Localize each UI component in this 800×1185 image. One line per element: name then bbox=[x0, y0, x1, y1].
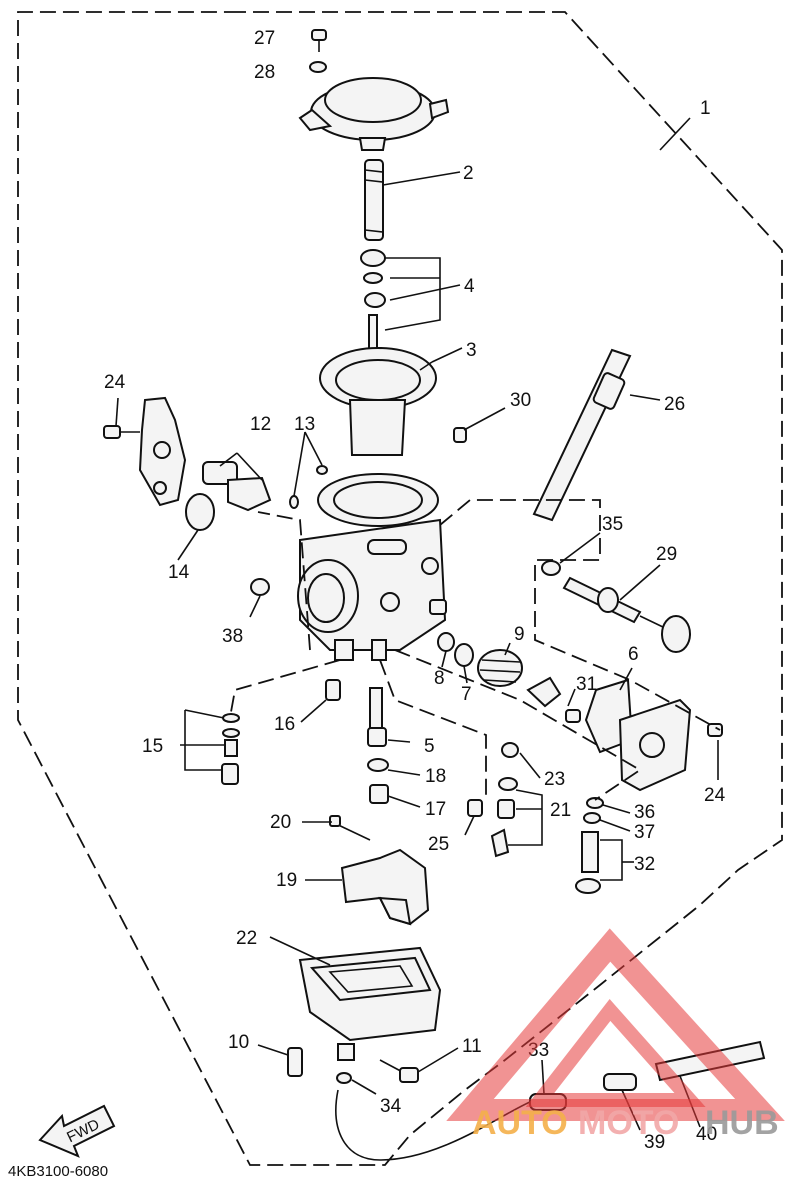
callout-12: 12 bbox=[250, 414, 271, 435]
callout-37: 37 bbox=[634, 822, 655, 843]
fitting-39 bbox=[603, 1073, 637, 1091]
callout-28: 28 bbox=[254, 62, 275, 83]
callout-17: 17 bbox=[425, 799, 446, 820]
spring-9 bbox=[477, 649, 523, 687]
callout-3: 3 bbox=[466, 340, 477, 361]
callout-25: 25 bbox=[428, 834, 449, 855]
nut-38 bbox=[250, 578, 270, 596]
callout-24a: 24 bbox=[104, 372, 126, 393]
callout-9: 9 bbox=[514, 624, 525, 645]
callout-13: 13 bbox=[294, 414, 315, 435]
seal-7 bbox=[454, 643, 474, 667]
drain-34 bbox=[336, 1043, 355, 1084]
callout-18: 18 bbox=[425, 766, 446, 787]
callout-7: 7 bbox=[461, 684, 472, 705]
callout-29: 29 bbox=[656, 544, 677, 565]
callout-19: 19 bbox=[276, 870, 297, 891]
needle-jet-5 bbox=[367, 687, 387, 747]
pump-cover-24 bbox=[618, 698, 723, 792]
callout-22: 22 bbox=[236, 928, 257, 949]
carburetor-body bbox=[297, 473, 447, 661]
callout-26: 26 bbox=[664, 394, 685, 415]
float-bowl-22 bbox=[298, 946, 442, 1042]
hose-26 bbox=[532, 348, 632, 522]
callout-2: 2 bbox=[463, 163, 474, 184]
spring-2 bbox=[364, 159, 384, 241]
callout-20: 20 bbox=[270, 812, 291, 833]
screw-32 bbox=[575, 831, 601, 894]
callout-38: 38 bbox=[222, 626, 243, 647]
callout-labels: 1 2 3 4 5 6 7 8 9 10 11 12 13 14 15 16 1… bbox=[104, 28, 726, 1153]
valve-21 bbox=[490, 799, 515, 858]
jet-16 bbox=[325, 679, 341, 701]
callout-1: 1 bbox=[700, 98, 711, 119]
callout-21: 21 bbox=[550, 800, 571, 821]
carb-top-cap bbox=[298, 77, 450, 151]
float-19 bbox=[340, 848, 430, 926]
watermark-hub: HUB bbox=[705, 1104, 779, 1142]
fwd-arrow: FWD bbox=[38, 1104, 116, 1158]
spring-12 bbox=[202, 461, 272, 512]
watermark-auto: AUTO bbox=[472, 1104, 568, 1142]
callout-39: 39 bbox=[644, 1132, 665, 1153]
washer-14 bbox=[185, 493, 215, 531]
screw-11 bbox=[379, 1059, 419, 1083]
washer-18 bbox=[367, 758, 389, 772]
watermark-logo: AUTO MOTO HUB bbox=[446, 928, 785, 1142]
lever-31 bbox=[526, 676, 581, 723]
callout-15: 15 bbox=[142, 736, 163, 757]
watermark-moto: MOTO bbox=[578, 1104, 679, 1142]
callout-10: 10 bbox=[228, 1032, 249, 1053]
screw-30 bbox=[453, 427, 467, 443]
screw-27 bbox=[311, 29, 327, 52]
callout-6: 6 bbox=[628, 644, 639, 665]
callout-30: 30 bbox=[510, 390, 531, 411]
callout-14: 14 bbox=[168, 562, 190, 583]
callout-5: 5 bbox=[424, 736, 435, 757]
callout-34: 34 bbox=[380, 1096, 402, 1117]
clip-13 bbox=[289, 465, 328, 509]
jet-17 bbox=[369, 784, 389, 804]
cable-bracket-24 bbox=[103, 396, 187, 507]
o-ring-37 bbox=[583, 812, 601, 824]
callout-24b: 24 bbox=[704, 785, 726, 806]
callout-40: 40 bbox=[696, 1124, 717, 1145]
callout-31: 31 bbox=[576, 674, 597, 695]
washer-28 bbox=[309, 61, 327, 73]
callout-35: 35 bbox=[602, 514, 623, 535]
screw-10 bbox=[287, 1047, 303, 1077]
jet-set-15 bbox=[221, 713, 240, 785]
callout-8: 8 bbox=[434, 668, 445, 689]
cap-23 bbox=[501, 742, 519, 758]
pin-20 bbox=[329, 815, 371, 841]
screw-25 bbox=[467, 799, 483, 817]
callout-11: 11 bbox=[462, 1036, 482, 1057]
part-code: 4KB3100-6080 bbox=[8, 1163, 108, 1180]
washer-36 bbox=[586, 797, 604, 809]
callout-36: 36 bbox=[634, 802, 655, 823]
washer-8 bbox=[437, 632, 455, 652]
callout-16: 16 bbox=[274, 714, 295, 735]
o-ring-35 bbox=[541, 560, 561, 576]
screw-29 bbox=[562, 576, 691, 653]
diaphragm-piston-3 bbox=[319, 347, 437, 456]
callout-23: 23 bbox=[544, 769, 565, 790]
leader-lines bbox=[115, 117, 719, 1131]
assembly-guides bbox=[230, 499, 721, 801]
callout-4: 4 bbox=[464, 276, 475, 297]
callout-27: 27 bbox=[254, 28, 275, 49]
o-ring-21 bbox=[498, 777, 518, 791]
callout-32: 32 bbox=[634, 854, 655, 875]
